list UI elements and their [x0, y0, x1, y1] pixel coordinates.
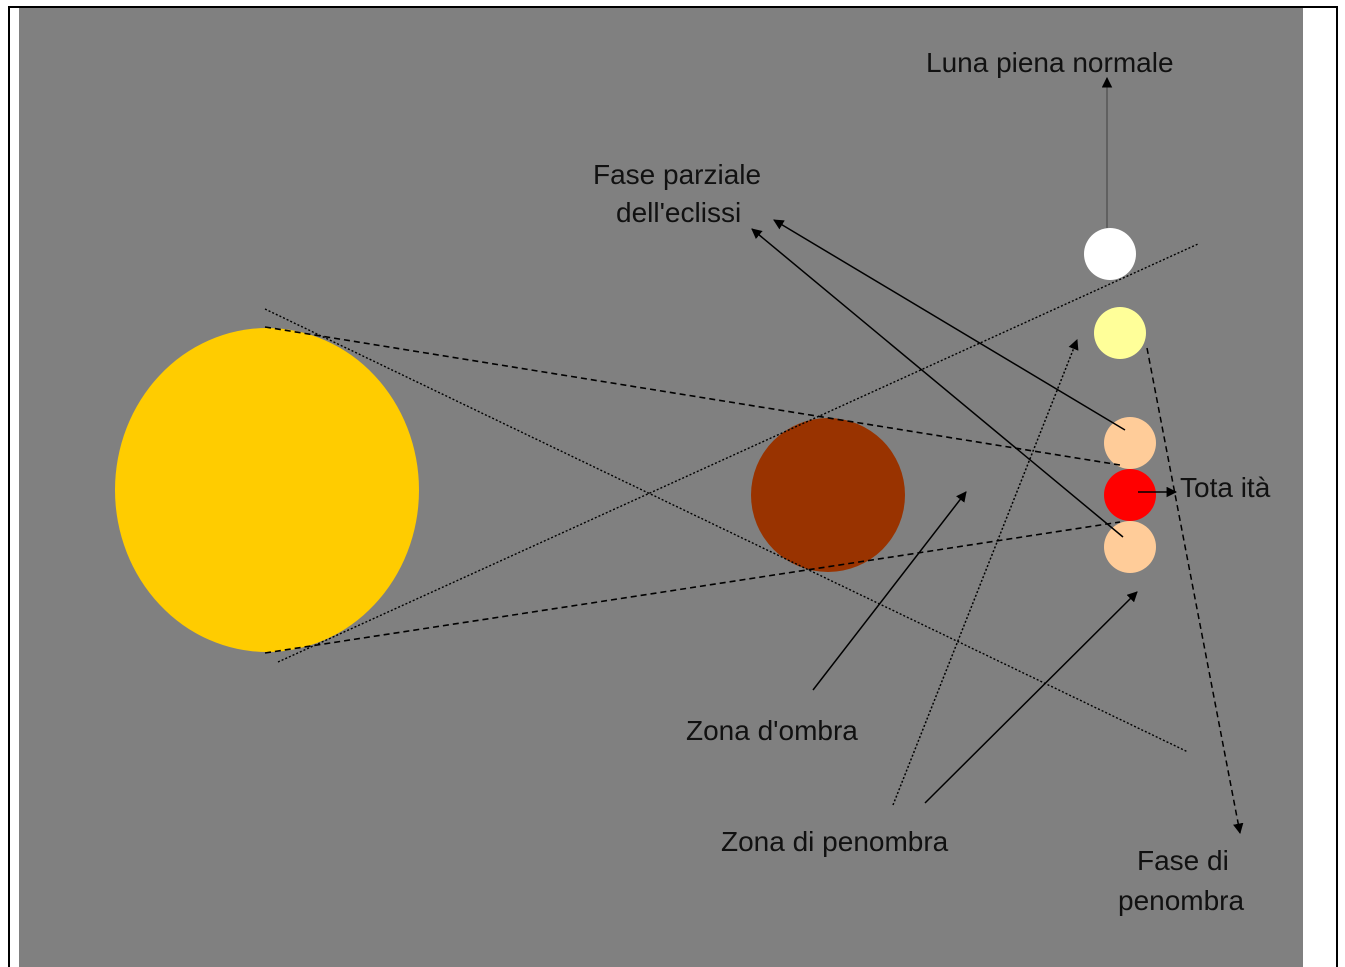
- earth: [751, 418, 905, 572]
- label-zona-ombra: Zona d'ombra: [686, 715, 858, 746]
- label-fase-parziale-line1: Fase parziale: [593, 159, 761, 190]
- moon-total: [1104, 469, 1156, 521]
- sun: [115, 328, 419, 652]
- arrow-fase-parziale-1: [773, 219, 1126, 431]
- arrow-zona-ombra: [812, 491, 967, 691]
- moon-partial-bottom: [1104, 521, 1156, 573]
- label-fase-penombra-line2: penombra: [1118, 885, 1245, 916]
- moon-penumbral: [1094, 307, 1146, 359]
- arrow-fase-parziale-2: [751, 228, 1124, 538]
- arrow-zona-penombra-2: [924, 591, 1138, 804]
- label-luna-piena: Luna piena normale: [926, 47, 1174, 78]
- arrow-zona-penombra-1: [892, 339, 1079, 806]
- umbra-line-bottom: [264, 521, 1121, 654]
- penumbra-line-2: [277, 243, 1199, 663]
- label-fase-penombra-line1: Fase di: [1137, 845, 1229, 876]
- umbra-line-top: [264, 326, 1121, 466]
- arrow-fase-penombra: [1146, 347, 1244, 835]
- penumbra-line-1: [264, 308, 1189, 753]
- moon-full: [1084, 228, 1136, 280]
- label-totalita: Tota ità: [1180, 472, 1271, 503]
- moon-partial-top: [1104, 417, 1156, 469]
- label-fase-parziale-line2: dell'eclissi: [616, 197, 741, 228]
- label-zona-penombra: Zona di penombra: [721, 826, 949, 857]
